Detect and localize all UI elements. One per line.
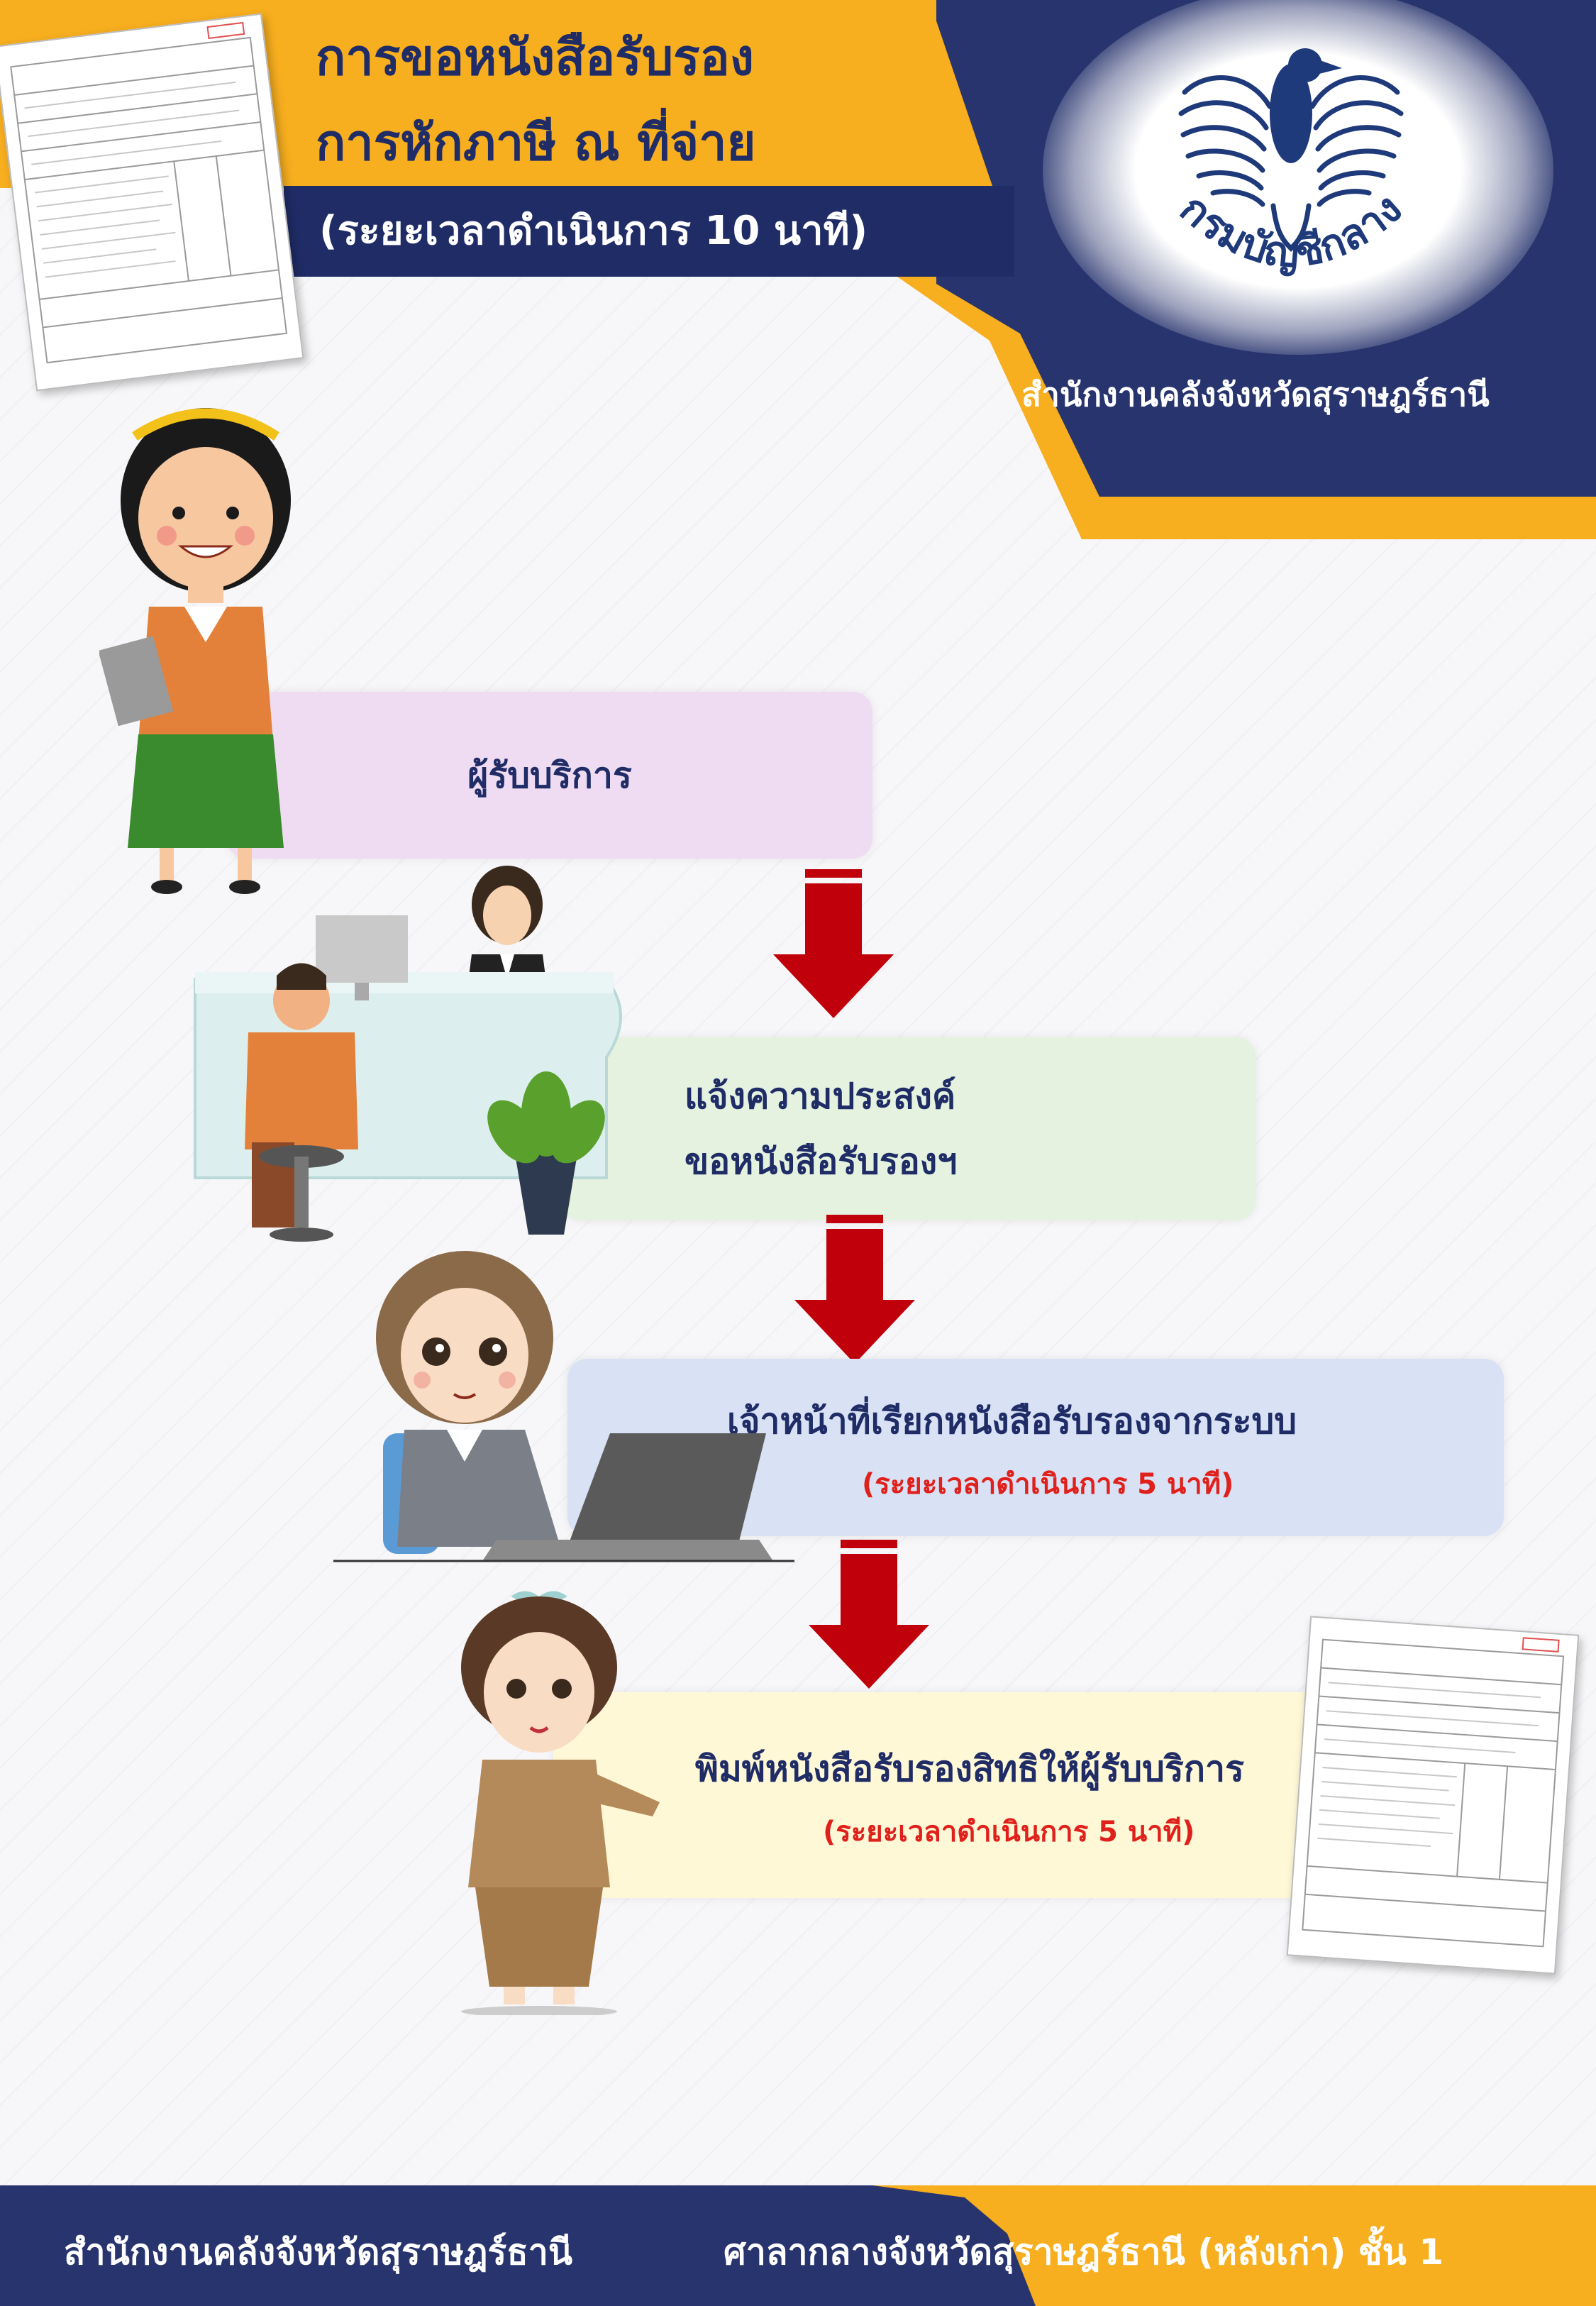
- step-4-box: พิมพ์หนังสือรับรองสิทธิให้ผู้รับบริการ (…: [553, 1692, 1383, 1898]
- form-document-image: [0, 13, 304, 392]
- step-1-box: ผู้รับบริการ: [227, 692, 872, 859]
- step-3-time: (ระยะเวลาดำเนินการ 5 นาที): [862, 1468, 1234, 1501]
- form-document-image-2: [1286, 1616, 1580, 1975]
- page-title-line2: การหักภาษี ณ ที่จ่าย: [316, 114, 756, 172]
- footer-office-name: สำนักงานคลังจังหวัดสุราษฎร์ธานี: [64, 2231, 573, 2273]
- form-lines-icon: [1302, 1637, 1565, 1948]
- step-2-box: แจ้งความประสงค์ ขอหนังสือรับรองฯ: [560, 1037, 1256, 1220]
- customer-woman-illustration: [99, 408, 291, 894]
- garuda-logo-icon: กรมบัญชีกลาง: [1171, 48, 1411, 277]
- form-lines-icon: [10, 21, 288, 364]
- header-time-banner: [284, 186, 1014, 277]
- office-name-header: สำนักงานคลังจังหวัดสุราษฎร์ธานี: [1021, 375, 1490, 414]
- flow-arrow-1-icon: [773, 869, 894, 1018]
- uniform-officer-illustration: [461, 1591, 660, 2015]
- step-2-label-line1: แจ้งความประสงค์: [685, 1076, 956, 1117]
- total-time-label: (ระยะเวลาดำเนินการ 10 นาที): [319, 208, 868, 254]
- page-title-line1: การขอหนังสือรับรอง: [316, 28, 754, 87]
- step-2-label-line2: ขอหนังสือรับรองฯ: [685, 1141, 958, 1182]
- reception-desk-illustration: [194, 866, 622, 1242]
- officer-laptop-illustration: [333, 1251, 794, 1562]
- flow-arrow-2-icon: [794, 1215, 915, 1364]
- step-4-time: (ระยะเวลาดำเนินการ 5 นาที): [823, 1816, 1195, 1848]
- flow-arrow-3-icon: [809, 1540, 929, 1689]
- step-3-label: เจ้าหน้าที่เรียกหนังสือรับรองจากระบบ: [727, 1401, 1297, 1442]
- logo-text: กรมบัญชีกลาง: [1171, 184, 1411, 277]
- footer-location: ศาลากลางจังหวัดสุราษฎร์ธานี (หลังเก่า) ช…: [724, 2231, 1444, 2273]
- step-1-label: ผู้รับบริการ: [467, 754, 632, 796]
- step-4-label: พิมพ์หนังสือรับรองสิทธิให้ผู้รับบริการ: [695, 1748, 1244, 1789]
